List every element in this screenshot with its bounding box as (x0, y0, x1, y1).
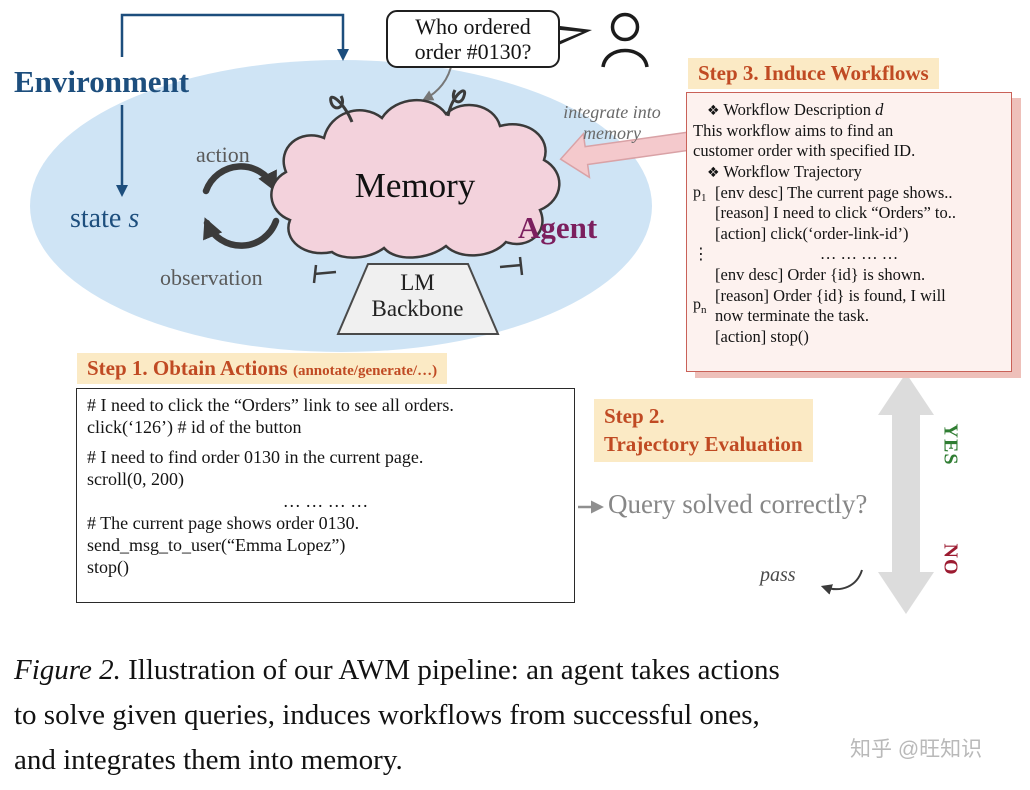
pass-arrow (820, 569, 863, 595)
diamond-bullet-icon: ❖ (707, 103, 720, 119)
code-line: # I need to find order 0130 in the curre… (87, 446, 424, 467)
figure-number: Figure 2. (14, 654, 121, 686)
step3-workflow-box: ❖ Workflow Description d This workflow a… (686, 92, 1012, 372)
lm-backbone-label: LM Backbone (371, 270, 464, 322)
caption-line-1: Figure 2. Illustration of our AWM pipeli… (14, 654, 780, 686)
memory-label: Memory (354, 166, 476, 205)
workflow-description-heading: ❖ Workflow Description d (707, 100, 884, 119)
ellipsis-line: … … … … (282, 490, 369, 511)
diamond-bullet-icon: ❖ (707, 164, 720, 181)
trajectory-line: [reason] Order {id} is found, I will (715, 285, 946, 305)
bubble-line-1: Who ordered (415, 13, 531, 39)
step1-header-note: (annotate/generate/…) (292, 363, 438, 379)
trajectory-line: [env desc] Order {id} is shown. (715, 265, 926, 284)
environment-label: Environment (14, 64, 190, 99)
code-line: # I need to click the “Orders” link to s… (87, 395, 454, 415)
trajectory-line: [action] click(‘order-link-id’) (715, 223, 909, 243)
step3-header: Step 3. Induce Workflows (688, 58, 939, 89)
code-line: scroll(0, 200) (87, 468, 184, 489)
trajectory-step-pn: pn [env desc] Order {id} is shown. [reas… (693, 265, 1003, 348)
ellipsis-line: … … … … (819, 244, 899, 264)
code-line: send_msg_to_user(“Emma Lopez”) (87, 534, 346, 555)
no-label: NO (939, 543, 962, 576)
query-solved-question: Query solved correctly? (608, 489, 868, 519)
trajectory-line: [env desc] The current page shows.. (715, 182, 953, 202)
caption-line-2: to solve given queries, induces workflow… (14, 699, 760, 731)
figure-caption: Figure 2. Illustration of our AWM pipeli… (14, 648, 1022, 783)
integrate-into-memory-note: integrate into memory (563, 102, 661, 144)
pass-label: pass (760, 564, 796, 586)
state-label: state s (70, 203, 140, 234)
action-label: action (196, 142, 250, 167)
zhihu-watermark: 知乎 @旺知识 (850, 738, 983, 761)
trajectory-ellipsis-row: ⋮ … … … … (693, 244, 1003, 265)
code-line: click(‘126’) # id of the button (87, 416, 302, 437)
workflow-description-line: customer order with specified ID. (693, 141, 916, 161)
speech-bubble: Who ordered order #0130? (386, 10, 560, 68)
user-icon (601, 12, 649, 68)
pn-label: pn (693, 295, 707, 316)
trajectory-line: [reason] I need to click “Orders” to.. (715, 203, 956, 223)
p1-label: p1 (693, 183, 707, 204)
caption-line-3: and integrates them into memory. (14, 744, 403, 776)
vertical-dots: ⋮ (693, 244, 709, 264)
trajectory-line: [action] stop() (715, 326, 809, 346)
workflow-trajectory-heading: ❖ Workflow Trajectory (707, 161, 862, 181)
code-line: stop() (87, 556, 129, 577)
bubble-line-2: order #0130? (414, 39, 532, 64)
trajectory-line: now terminate the task. (715, 306, 869, 326)
agent-label: Agent (518, 210, 598, 245)
step1-header: Step 1. Obtain Actions (annotate/generat… (77, 353, 448, 384)
yes-label: YES (939, 423, 962, 466)
trajectory-step-p1: p1 [env desc] The current page shows.. [… (693, 183, 1003, 245)
code-line: # The current page shows order 0130. (87, 512, 360, 533)
observation-label: observation (160, 265, 263, 290)
workflow-description-line: This workflow aims to find an (693, 120, 894, 140)
yes-no-double-arrow (878, 373, 934, 614)
step2-header: Step 2. Trajectory Evaluation (594, 399, 813, 462)
step1-actions-box: # I need to click the “Orders” link to s… (76, 388, 575, 603)
